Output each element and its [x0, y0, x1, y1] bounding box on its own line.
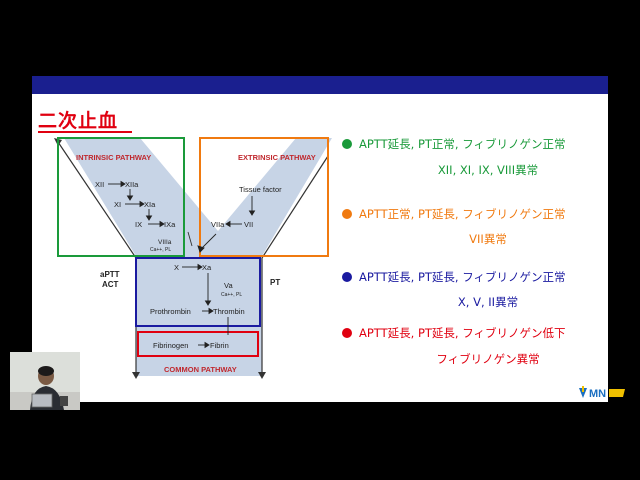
red-dot-icon	[342, 328, 352, 338]
presentation-slide: 二次止血 INTRINSIC PATHWAY EXTRINSIC PATHWAY…	[32, 76, 608, 402]
intrinsic-arrow-line	[57, 141, 137, 259]
factor-x: X	[174, 263, 179, 272]
factor-vii: VII	[244, 220, 253, 229]
common-pathway-title: COMMON PATHWAY	[164, 365, 237, 374]
factor-xa: Xa	[202, 263, 212, 272]
left-arrow-head	[132, 372, 140, 379]
finding-2: APTT正常, PT延長, フィブリノゲン正常	[342, 206, 566, 222]
logo-text: MN	[589, 388, 606, 400]
slide-header-bar	[32, 76, 608, 94]
common-x-v-ii-box	[135, 257, 261, 327]
presenter-webcam	[10, 352, 80, 410]
blue-dot-icon	[342, 272, 352, 282]
fibrinogen: Fibrinogen	[153, 341, 188, 350]
extrinsic-arrow-line	[261, 155, 329, 259]
prothrombin: Prothrombin	[150, 307, 191, 316]
coagulation-cascade-diagram: INTRINSIC PATHWAY EXTRINSIC PATHWAY COMM…	[54, 137, 332, 379]
finding-1-line2: XII, XI, IX, VIII異常	[437, 163, 539, 177]
finding-4: APTT延長, PT延長, フィブリノゲン低下	[342, 325, 566, 341]
act-label: ACT	[102, 280, 119, 289]
finding-1: APTT延長, PT正常, フィブリノゲン正常	[342, 136, 566, 152]
factor-va: Va	[224, 281, 233, 290]
pt-label: PT	[270, 278, 280, 287]
factor-viia: VIIa	[211, 220, 225, 229]
factor-viiia: VIIIa	[158, 239, 172, 246]
tissue-factor: Tissue factor	[239, 185, 282, 194]
aptt-label: aPTT	[100, 270, 120, 279]
fibrin: Fibrin	[210, 341, 229, 350]
thrombin: Thrombin	[213, 307, 245, 316]
factor-xi: XI	[114, 200, 121, 209]
right-arrow-head	[258, 372, 266, 379]
presenter-video-frame	[10, 352, 80, 410]
title-underline	[38, 131, 132, 133]
orange-dot-icon	[342, 209, 352, 219]
intrinsic-pathway-title: INTRINSIC PATHWAY	[76, 153, 151, 162]
finding-1-line1: APTT延長, PT正常, フィブリノゲン正常	[359, 137, 566, 151]
green-dot-icon	[342, 139, 352, 149]
slide-title: 二次止血	[38, 110, 119, 132]
intrinsic-cofactors: Ca++, PL	[150, 247, 171, 253]
finding-2-line1: APTT正常, PT延長, フィブリノゲン正常	[359, 207, 566, 221]
conference-logo-icon: MN	[579, 386, 625, 400]
intrinsic-highlight-box	[57, 137, 185, 257]
factor-xiia: XIIa	[125, 180, 139, 189]
extrinsic-pathway-title: EXTRINSIC PATHWAY	[238, 153, 316, 162]
factor-xii: XII	[95, 180, 104, 189]
factor-ix: IX	[135, 220, 142, 229]
extrinsic-highlight-box	[199, 137, 329, 257]
common-cofactors: Ca++, PL	[221, 292, 242, 298]
finding-4-line2: フィブリノゲン異常	[436, 352, 540, 366]
factor-ixa: IXa	[164, 220, 176, 229]
finding-3: APTT延長, PT延長, フィブリノゲン正常	[342, 269, 566, 285]
factor-xia: XIa	[144, 200, 156, 209]
finding-3-line2: X, V, II異常	[457, 295, 519, 309]
fibrinogen-box	[137, 331, 259, 357]
finding-3-line1: APTT延長, PT延長, フィブリノゲン正常	[359, 270, 566, 284]
finding-4-line1: APTT延長, PT延長, フィブリノゲン低下	[359, 326, 566, 340]
finding-2-line2: VII異常	[469, 232, 507, 246]
